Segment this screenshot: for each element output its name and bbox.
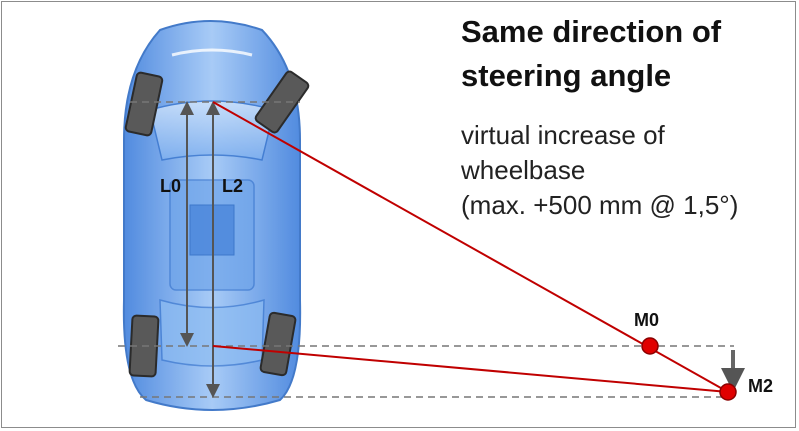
description-line-1: virtual increase of <box>461 120 665 150</box>
description-line-3: (max. +500 mm @ 1,5°) <box>461 190 739 220</box>
heading: Same direction of steering angle <box>461 10 791 98</box>
m0-point <box>641 337 659 355</box>
front-right-tire <box>254 70 310 134</box>
rear-wheel-to-m2-line <box>212 345 729 393</box>
m2-label: M2 <box>748 376 773 396</box>
m2-point <box>719 383 737 401</box>
description: virtual increase of wheelbase (max. +500… <box>461 118 796 223</box>
m0-label: M0 <box>634 310 659 330</box>
l0-label: L0 <box>160 176 181 196</box>
heading-line-2: steering angle <box>461 58 672 93</box>
description-line-2: wheelbase <box>461 155 586 185</box>
l2-label: L2 <box>222 176 243 196</box>
heading-line-1: Same direction of <box>461 14 722 49</box>
